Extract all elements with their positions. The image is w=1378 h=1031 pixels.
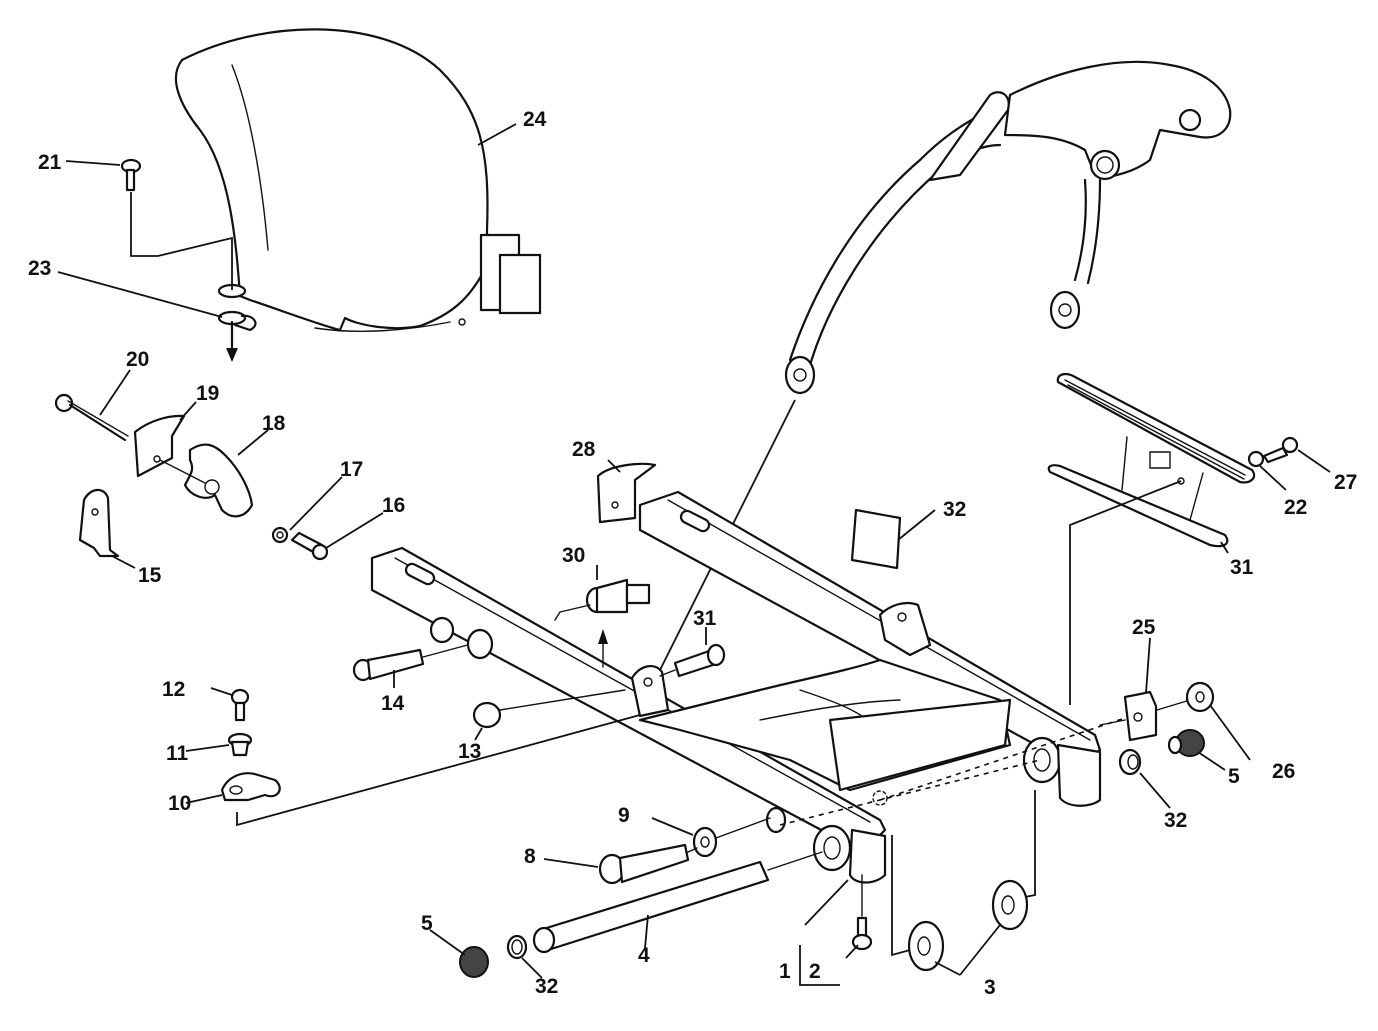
callout-2: 2 bbox=[809, 960, 821, 983]
callout-5-left: 5 bbox=[421, 912, 433, 935]
plate-17-part[interactable] bbox=[133, 414, 186, 478]
plug-5-part[interactable] bbox=[459, 946, 489, 978]
washer-7-part[interactable] bbox=[692, 817, 771, 858]
bolt-28-part[interactable] bbox=[659, 643, 726, 678]
callout-labels: 24 21 23 20 19 18 17 16 15 28 30 31 14 1… bbox=[28, 108, 1357, 999]
spacer-27-part[interactable] bbox=[554, 578, 651, 621]
chain-adjuster-16-part[interactable] bbox=[159, 443, 254, 518]
callout-13: 15 bbox=[138, 564, 162, 587]
callout-26: 28 bbox=[572, 438, 596, 461]
bolt-6-part[interactable] bbox=[598, 843, 698, 885]
callout-16: 18 bbox=[262, 412, 286, 435]
callout-11: 13 bbox=[458, 740, 481, 763]
up-arrow-icon bbox=[598, 629, 608, 644]
callout-18: 20 bbox=[126, 348, 149, 371]
plug-5b-part[interactable] bbox=[1167, 729, 1205, 757]
pivot-shaft-4-part[interactable] bbox=[532, 851, 823, 954]
callout-6: 8 bbox=[524, 845, 536, 868]
leader-line bbox=[1069, 480, 1182, 705]
snap-ring-32b-part[interactable] bbox=[1118, 748, 1142, 776]
screw-2-part[interactable] bbox=[851, 874, 873, 951]
swingarm-1-part[interactable] bbox=[370, 490, 1126, 884]
chain-guard-part[interactable] bbox=[174, 28, 542, 362]
snap-ring-32-part[interactable] bbox=[506, 934, 528, 960]
callout-4: 4 bbox=[638, 944, 650, 967]
callout-22: 24 bbox=[523, 108, 547, 131]
callout-24: 26 bbox=[1272, 760, 1295, 783]
callout-15: 17 bbox=[340, 458, 363, 481]
callout-5-right: 5 bbox=[1228, 765, 1240, 788]
callout-19: 21 bbox=[38, 151, 62, 174]
callout-30: 32 bbox=[943, 498, 966, 521]
clamp-8-part[interactable] bbox=[220, 772, 281, 802]
bolt-12-part[interactable] bbox=[352, 642, 476, 682]
callout-32-left: 32 bbox=[535, 975, 558, 998]
leader-lines bbox=[57, 123, 1331, 986]
washer-3-part[interactable] bbox=[891, 790, 1036, 972]
bracket-26-part[interactable] bbox=[596, 462, 657, 524]
callout-27: 30 bbox=[562, 544, 585, 567]
brake-torque-arm-part[interactable] bbox=[646, 60, 1232, 702]
callout-14: 16 bbox=[382, 494, 405, 517]
bracket-13-part[interactable] bbox=[78, 488, 120, 558]
plate-23-part[interactable] bbox=[1099, 690, 1191, 742]
bushing-part[interactable] bbox=[429, 616, 494, 660]
callout-8: 10 bbox=[168, 792, 191, 815]
callout-9: 11 bbox=[166, 742, 189, 765]
callout-25: 27 bbox=[1334, 471, 1357, 494]
callout-7: 9 bbox=[618, 804, 630, 827]
label-30-part[interactable] bbox=[850, 508, 902, 570]
screw-14-part[interactable] bbox=[290, 531, 329, 561]
callout-32-right: 32 bbox=[1164, 809, 1187, 832]
screw-25-part[interactable] bbox=[1262, 436, 1299, 464]
callout-10: 12 bbox=[162, 678, 185, 701]
down-arrow-icon bbox=[226, 348, 238, 362]
callout-28: 31 bbox=[693, 607, 717, 630]
washer-20-part[interactable] bbox=[1247, 450, 1265, 468]
nut-11-part[interactable] bbox=[472, 689, 626, 729]
chain-slider-31-part[interactable] bbox=[1047, 372, 1256, 548]
callout-1: 1 bbox=[779, 960, 791, 983]
callout-23: 25 bbox=[1132, 616, 1156, 639]
adjuster-screw-18-part[interactable] bbox=[54, 393, 129, 442]
callout-3: 3 bbox=[984, 976, 996, 999]
callout-21: 23 bbox=[28, 257, 51, 280]
nut-24-part[interactable] bbox=[1185, 681, 1215, 713]
callout-31: 31 bbox=[1230, 556, 1254, 579]
washer-15-part[interactable] bbox=[271, 526, 289, 544]
callout-17: 19 bbox=[196, 382, 219, 405]
bushing-9-part[interactable] bbox=[227, 732, 253, 757]
screw-19-part[interactable] bbox=[120, 158, 233, 290]
callout-20: 22 bbox=[1284, 496, 1307, 519]
leader-line bbox=[236, 714, 641, 827]
callout-12: 14 bbox=[381, 692, 405, 715]
screw-10-part[interactable] bbox=[230, 688, 250, 722]
